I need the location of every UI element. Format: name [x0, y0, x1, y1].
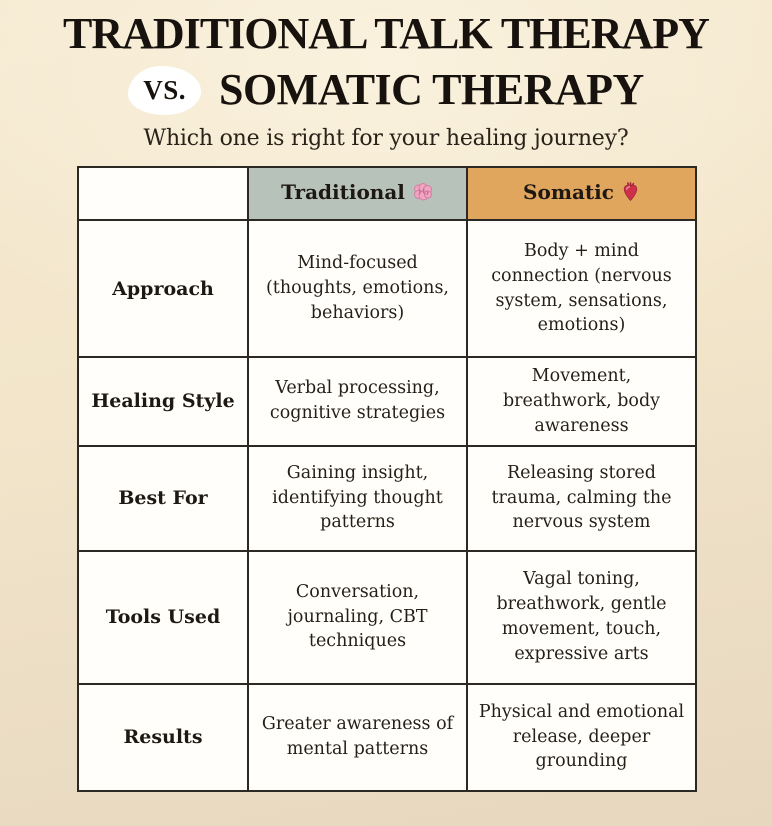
- cell-best-for-traditional: Gaining insight, identifying thought pat…: [247, 444, 468, 552]
- table-row-tools-used: Tools Used Conversation, journaling, CBT…: [77, 549, 697, 685]
- brain-icon: [412, 183, 434, 207]
- column-header-somatic-label: Somatic: [523, 180, 614, 204]
- cell-results-traditional: Greater awareness of mental patterns: [247, 682, 468, 792]
- cell-healing-traditional: Verbal processing, cognitive strategies: [247, 356, 468, 447]
- header-row: Traditional Somatic: [77, 166, 697, 221]
- cell-results-somatic: Physical and emotional release, deeper g…: [466, 682, 697, 792]
- table-row-results: Results Greater awareness of mental patt…: [77, 682, 697, 792]
- comparison-table: Traditional Somatic Approach Mind-focus: [77, 166, 697, 792]
- column-header-somatic: Somatic: [466, 166, 697, 221]
- column-header-traditional: Traditional: [247, 166, 468, 221]
- anatomical-heart-icon: [621, 182, 640, 207]
- table-row-best-for: Best For Gaining insight, identifying th…: [77, 444, 697, 552]
- page-title-line1: TRADITIONAL TALK THERAPY: [63, 9, 710, 58]
- title-block: TRADITIONAL TALK THERAPY VS. SOMATIC THE…: [0, 9, 772, 152]
- cell-approach-somatic: Body + mind connection (nervous system, …: [466, 219, 697, 358]
- table-row-approach: Approach Mind-focused (thoughts, emotion…: [77, 219, 697, 358]
- cell-healing-somatic: Movement, breathwork, body awareness: [466, 356, 697, 447]
- row-label-healing-style: Healing Style: [77, 356, 249, 447]
- cell-approach-traditional: Mind-focused (thoughts, emotions, behavi…: [247, 219, 468, 358]
- page-subtitle: Which one is right for your healing jour…: [143, 126, 629, 152]
- row-label-results: Results: [77, 682, 249, 792]
- table-row-healing-style: Healing Style Verbal processing, cogniti…: [77, 356, 697, 447]
- page-title-line2-row: VS. SOMATIC THERAPY: [0, 61, 772, 119]
- page-title-line2: SOMATIC THERAPY: [218, 65, 644, 115]
- row-label-best-for: Best For: [77, 444, 249, 552]
- cell-best-for-somatic: Releasing stored trauma, calming the ner…: [466, 444, 697, 552]
- cell-tools-somatic: Vagal toning, breathwork, gentle movemen…: [466, 549, 697, 685]
- row-label-approach: Approach: [77, 219, 249, 358]
- cell-tools-traditional: Conversation, journaling, CBT techniques: [247, 549, 468, 685]
- row-label-tools-used: Tools Used: [77, 549, 249, 685]
- vs-badge: VS.: [128, 65, 201, 115]
- column-header-traditional-label: Traditional: [281, 180, 405, 204]
- corner-cell: [77, 166, 249, 221]
